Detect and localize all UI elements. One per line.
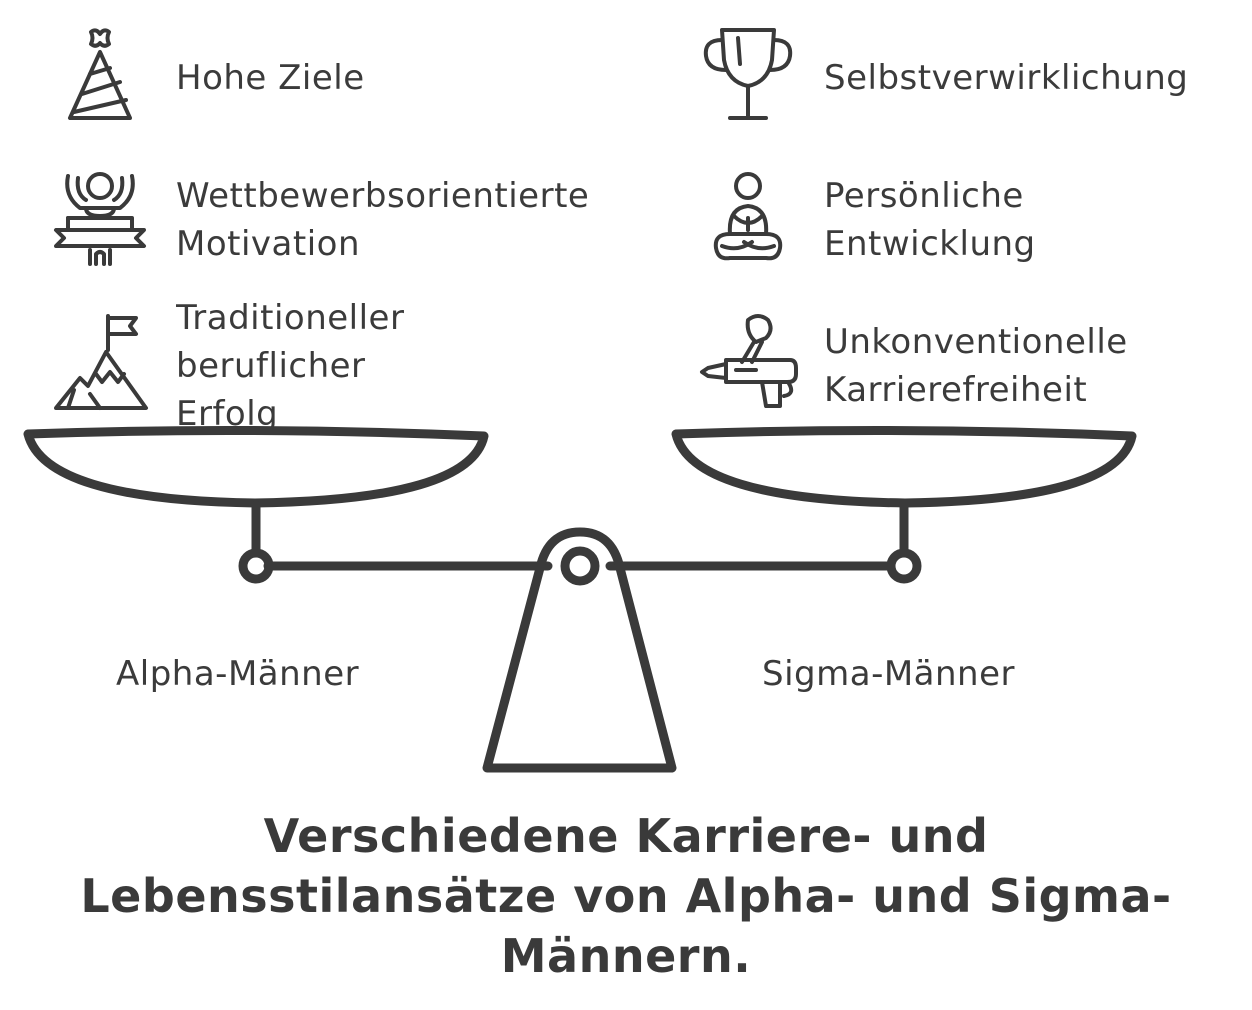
pivot — [560, 546, 600, 586]
party-hat-icon — [68, 28, 132, 120]
left-joint — [238, 548, 274, 584]
trophy-icon — [703, 28, 793, 120]
diagram-title: Verschiedene Karriere- und Lebensstilans… — [80, 809, 1172, 983]
right-joint — [886, 548, 922, 584]
right-item-1-label: Selbstverwirklichung — [824, 58, 1189, 98]
left-item-3-label: Traditioneller beruflicher Erfolg — [176, 298, 405, 428]
fulcrum — [482, 527, 677, 773]
right-pan — [671, 425, 1137, 508]
mountain-flag-icon — [54, 314, 148, 410]
right-item-3-label: Unkonventionelle Karrierefreiheit — [824, 322, 1128, 410]
left-item-2-label: Wettbewerbsorientierte Motivation — [176, 176, 590, 264]
right-heading: Sigma-Männer — [762, 654, 1015, 694]
celebrating-person-icon — [54, 172, 146, 266]
right-item-2-label: Persönliche Entwicklung — [824, 176, 1036, 264]
left-item-1-label: Hohe Ziele — [176, 58, 365, 98]
left-heading: Alpha-Männer — [116, 654, 360, 694]
left-pan — [23, 425, 489, 508]
meditating-person-icon — [713, 172, 783, 261]
glue-gun-icon — [700, 314, 798, 408]
